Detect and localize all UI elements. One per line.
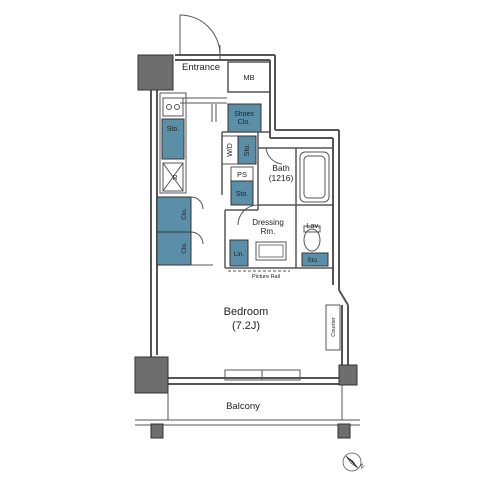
interior-walls	[221, 131, 333, 269]
balcony-post-left	[150, 423, 164, 439]
column-bottom-right	[338, 364, 358, 386]
wd-storage	[237, 135, 257, 165]
picture-rail-label: Picture Rail	[252, 274, 280, 280]
fridge-label: R	[172, 175, 177, 182]
lin-label: Lin.	[234, 251, 245, 258]
wd-label: W/D	[227, 143, 234, 157]
closet-lower	[156, 231, 192, 266]
kitchen-sto-label: Sto.	[167, 126, 180, 133]
entrance-door	[179, 14, 221, 60]
linen-storage	[229, 239, 249, 267]
compass-north-label: N	[358, 463, 365, 470]
entrance-label: Entrance	[182, 62, 220, 73]
mb-room	[227, 61, 271, 93]
ps-label: PS	[237, 170, 247, 179]
toilet	[303, 228, 321, 252]
closet-doors	[190, 196, 213, 266]
counter-label: Counter	[331, 317, 337, 337]
balcony-label: Balcony	[226, 401, 260, 412]
dressing-bench	[255, 241, 287, 261]
lav-storage	[301, 252, 329, 267]
bath-label-line2: (1216)	[269, 173, 294, 183]
closet-upper-label: Clo.	[181, 208, 188, 220]
kitchen-storage	[161, 118, 185, 160]
dressing-label-line1: Dressing	[252, 218, 284, 227]
hall-sto-label: Sto.	[236, 191, 249, 198]
shoes-closet	[227, 103, 262, 133]
bedroom-label-line2: (7.2J)	[232, 320, 260, 332]
wd-sto-label: Sto.	[244, 144, 251, 157]
closet-lower-label: Clo.	[181, 242, 188, 254]
mb-label: MB	[243, 73, 254, 82]
shoes-label-line2: Clo.	[238, 119, 251, 126]
lav-label: Lav.	[306, 221, 320, 230]
dressing-label-line2: Rm.	[261, 227, 276, 236]
balcony-post-right	[337, 423, 351, 439]
bathtub	[299, 151, 330, 203]
kitchen-area	[159, 92, 187, 194]
closet-upper	[156, 196, 192, 233]
bedroom-label-line1: Bedroom	[224, 306, 269, 318]
balcony-railing	[135, 385, 360, 426]
shoes-label-line1: Shoes	[234, 111, 254, 118]
hall-storage	[230, 180, 254, 206]
column-bottom-left	[134, 356, 169, 394]
column-top-left	[137, 54, 174, 91]
balcony-window	[224, 369, 301, 381]
counter-surface	[325, 304, 341, 351]
lav-sto-label: Sto.	[307, 257, 319, 264]
compass-icon: N	[342, 452, 365, 472]
bath-label-line1: Bath	[272, 163, 290, 173]
